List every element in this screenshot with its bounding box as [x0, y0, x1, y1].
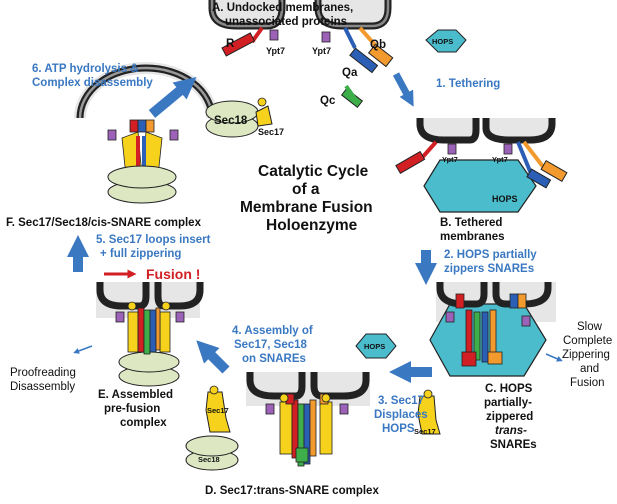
slow-line5: Fusion	[570, 377, 605, 389]
step-5-line2: + full zippering	[100, 248, 181, 260]
state-c-line1: C. HOPS	[485, 383, 533, 395]
arrow-proofreading	[73, 345, 93, 354]
arrow-tethering	[392, 72, 414, 107]
panel-b-tethered: Ypt7 Ypt7 HOPS	[395, 118, 568, 213]
title-line1: Catalytic Cycle	[258, 163, 369, 180]
arrow-disassembly	[148, 76, 197, 118]
state-e-line1: E. Assembled	[98, 389, 173, 401]
step-4-line2: Sec17, Sec18	[234, 339, 308, 351]
label-hops-b: HOPS	[492, 194, 518, 204]
label-ypt7-b1: Ypt7	[442, 155, 458, 164]
panel-e-prefusion	[96, 282, 204, 387]
label-hops-released: HOPS	[364, 342, 385, 351]
step-2-line2: zippers SNAREs	[444, 263, 534, 275]
step-2-line1: 2. HOPS partially	[444, 249, 537, 261]
panel-c-hops-zippered	[429, 282, 556, 377]
label-qa: Qa	[342, 67, 358, 79]
proofreading-line2: Disassembly	[10, 381, 75, 393]
step-4-line3: on SNAREs	[242, 353, 306, 365]
state-d: D. Sec17:trans-SNARE complex	[205, 485, 379, 497]
state-b-line1: B. Tethered	[440, 217, 502, 229]
fusion-label: Fusion !	[146, 266, 200, 282]
step-1-label: 1. Tethering	[436, 78, 500, 90]
arrow-assembly	[196, 340, 230, 374]
center-title: Catalytic Cycle of a Membrane Fusion Hol…	[240, 163, 373, 234]
state-c-line2: partially-	[484, 397, 532, 409]
free-sec17-sec18-d: Sec17 Sec18	[185, 385, 239, 471]
slow-fusion-note: Slow Complete Zippering and Fusion	[562, 321, 612, 389]
slow-line1: Slow	[577, 321, 603, 333]
label-r: R	[226, 38, 235, 50]
label-ypt7-a2: Ypt7	[312, 46, 331, 56]
state-e-line3: complex	[120, 417, 167, 429]
slow-line3: Zippering	[562, 349, 610, 361]
slow-line4: and	[580, 363, 599, 375]
step-3-line2: Displaces	[374, 409, 428, 421]
step-6-line1: 6. ATP hydrolysis &	[32, 63, 139, 75]
state-c-line5: SNAREs	[490, 439, 537, 451]
proofreading-line1: Proofreading	[10, 367, 76, 379]
step-4-line1: 4. Assembly of	[232, 325, 313, 337]
panel-a-undocked: R Ypt7 Ypt7 Qb Qa Qc HOPS	[208, 0, 467, 109]
state-a-line1: A. Undocked membranes,	[212, 2, 353, 14]
panel-d-sec17-trans	[246, 372, 370, 467]
sec17-released	[417, 395, 441, 435]
label-sec17-d: Sec17	[207, 406, 229, 415]
label-sec18-d: Sec18	[198, 455, 220, 464]
label-qc: Qc	[320, 95, 336, 107]
label-sec17-released: Sec17	[414, 427, 436, 436]
title-line3: Membrane Fusion	[240, 199, 373, 216]
label-sec17-top: Sec17	[258, 127, 284, 137]
label-qb: Qb	[370, 39, 386, 51]
state-f: F. Sec17/Sec18/cis-SNARE complex	[6, 217, 202, 229]
step-6-line2: Complex disassembly	[32, 77, 153, 89]
title-line2: of a	[292, 181, 320, 198]
state-a-line2: unassociated proteins	[225, 16, 347, 28]
slow-line2: Complete	[563, 335, 612, 347]
state-c-line3: zippered	[486, 411, 533, 423]
label-ypt7-b2: Ypt7	[492, 155, 508, 164]
state-e-line2: pre-fusion	[104, 403, 160, 415]
panel-f-cis-complex	[74, 62, 218, 204]
step-5-line1: 5. Sec17 loops insert	[96, 234, 211, 246]
hops-released	[355, 333, 397, 359]
label-sec18-top: Sec18	[214, 115, 248, 127]
title-line4: Holoenzyme	[266, 217, 358, 234]
step-3-line1: 3. Sec17	[378, 395, 424, 407]
arrow-slow-fusion	[545, 353, 563, 362]
free-sec18-sec17-top: Sec18 Sec17	[205, 97, 284, 138]
step-3-line3: HOPS	[382, 423, 415, 435]
label-ypt7-a: Ypt7	[266, 46, 285, 56]
state-c-line4: trans-	[495, 425, 527, 437]
state-b-line2: membranes	[440, 231, 505, 243]
label-hops-a: HOPS	[432, 37, 453, 46]
